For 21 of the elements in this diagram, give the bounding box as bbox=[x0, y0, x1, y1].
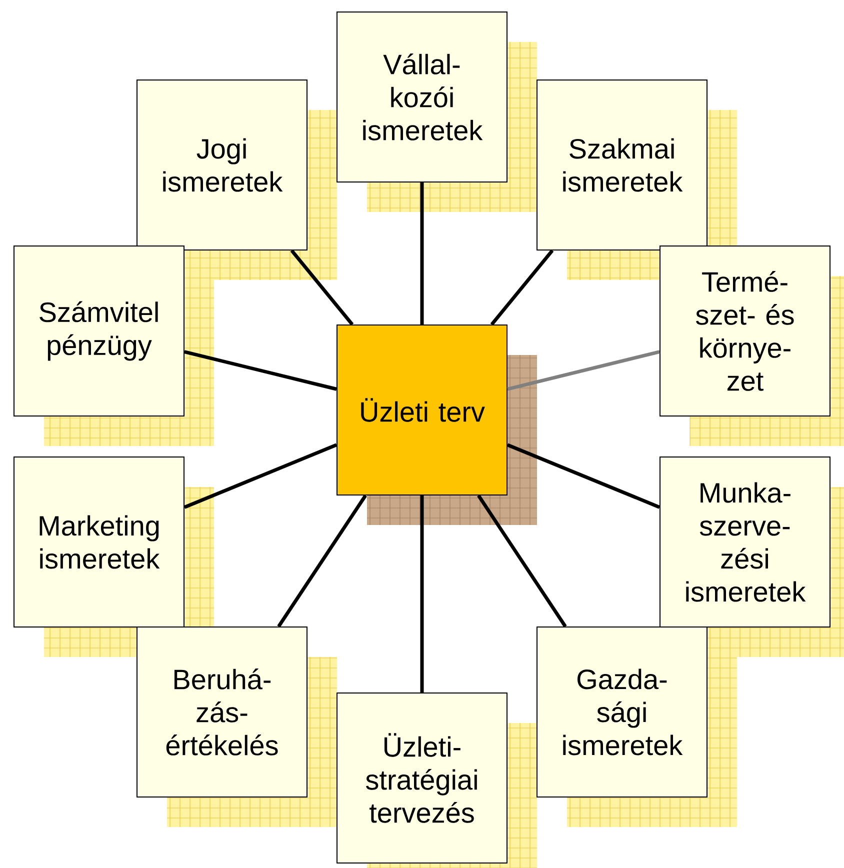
connector-line bbox=[420, 182, 424, 324]
topic-box: Beruhá- zás- értékelés bbox=[136, 626, 308, 798]
connector-line bbox=[290, 249, 354, 326]
topic-box: Jogi ismeretek bbox=[136, 80, 308, 250]
topic-box: Munka- szerve- zési ismeretek bbox=[660, 456, 830, 628]
topic-box: Üzleti- stratégiai tervezés bbox=[336, 692, 508, 864]
connector-line bbox=[277, 494, 367, 628]
topic-box: Vállal- kozói ismeretek bbox=[336, 12, 508, 182]
connector-line bbox=[184, 443, 338, 509]
topic-box: Gazda- sági ismeretek bbox=[536, 626, 708, 798]
connector-line bbox=[184, 350, 337, 391]
central-box: Üzleti terv bbox=[336, 324, 508, 496]
connector-line bbox=[506, 443, 660, 509]
connector-line bbox=[507, 350, 660, 391]
connector-line bbox=[420, 496, 424, 692]
topic-box: Termé- szet- és környe- zet bbox=[660, 246, 830, 416]
topic-box: Szakmai ismeretek bbox=[536, 80, 708, 250]
topic-box: Marketing ismeretek bbox=[14, 456, 184, 628]
connector-line bbox=[490, 249, 554, 326]
connector-line bbox=[477, 494, 567, 628]
topic-box: Számvitel pénzügy bbox=[14, 246, 184, 416]
